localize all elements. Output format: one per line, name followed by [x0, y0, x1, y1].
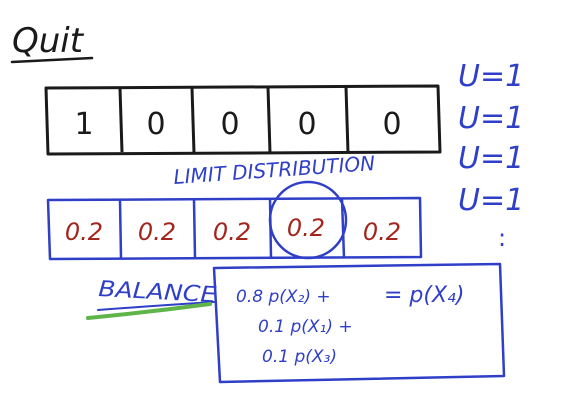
dist-cell: 0.2 [363, 218, 401, 246]
balance-highlight [86, 302, 212, 320]
dist-divider [340, 198, 346, 259]
title-group: Quit [10, 21, 94, 64]
state-row-frame [44, 84, 442, 156]
state-divider [266, 86, 272, 154]
state-divider [344, 86, 350, 154]
state-cell: 0 [220, 107, 239, 142]
u-value: U=1 [458, 59, 524, 94]
dist-cell-circled: 0.2 [287, 214, 325, 242]
state-cell: 0 [382, 107, 401, 142]
dist-cell: 0.2 [138, 218, 176, 246]
page-title: Quit [12, 21, 85, 61]
state-row: 1 0 0 0 0 [44, 84, 442, 156]
u-value: U=1 [458, 183, 524, 218]
equation-rhs: = p(X₄) [384, 283, 464, 308]
equation-box: 0.8 p(X₂) + 0.1 p(X₁) + 0.1 p(X₃) = p(X₄… [212, 262, 506, 384]
dist-divider [118, 199, 123, 259]
state-divider [190, 87, 196, 154]
equation-lhs-line: 0.1 p(X₃) [262, 347, 337, 367]
dist-cell: 0.2 [65, 218, 103, 246]
balance-group: BALANCE [86, 277, 217, 320]
state-cell: 1 [74, 107, 93, 142]
limit-distribution-label: LIMIT DISTRIBUTION [173, 151, 376, 189]
equation-lhs-line: 0.8 p(X₂) + [236, 287, 331, 307]
continuation-dots: : [498, 224, 506, 252]
highlight-circle [268, 180, 348, 260]
equation-lhs-line: 0.1 p(X₁) + [258, 317, 353, 337]
state-cell: 0 [297, 107, 316, 142]
dist-divider [192, 199, 197, 259]
u-value: U=1 [458, 101, 524, 136]
distribution-row: 0.2 0.2 0.2 0.2 0.2 [46, 180, 423, 261]
title-underline [10, 56, 94, 64]
dist-cell: 0.2 [213, 218, 251, 246]
u-value: U=1 [458, 141, 524, 176]
u-values: U=1 U=1 U=1 U=1 : [458, 59, 524, 252]
equation-frame [212, 262, 506, 384]
state-divider [118, 87, 124, 153]
state-cell: 0 [146, 107, 165, 142]
balance-underline [97, 301, 215, 311]
dist-row-frame [46, 196, 423, 261]
